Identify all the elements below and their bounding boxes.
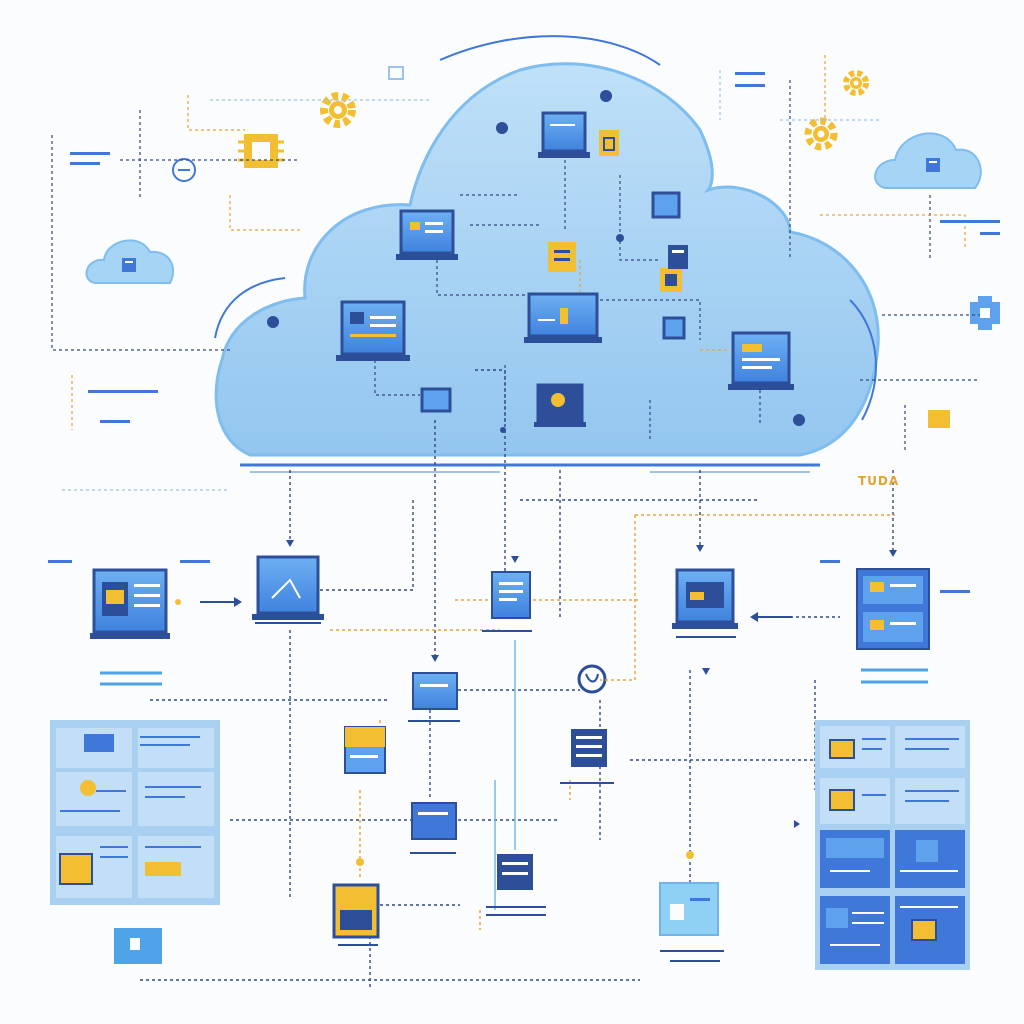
device-caption-ticks	[255, 622, 736, 962]
document-icon	[491, 571, 531, 619]
main-cloud-outline-arc	[439, 35, 661, 66]
top-light-connections	[62, 70, 880, 491]
monitor-icon	[332, 883, 380, 939]
network-orange-connections	[330, 514, 895, 930]
cloud-monitor-right	[728, 331, 794, 390]
laptop-icon	[252, 555, 324, 620]
cloud-monitor-bottom	[534, 383, 586, 427]
decorative-text-ticks	[48, 72, 1000, 593]
cloud-monitor-center	[524, 292, 602, 343]
top-orange-connections	[71, 55, 966, 430]
cloud-monitor-left	[396, 209, 458, 260]
cloud-small-screen-a	[651, 191, 681, 219]
monitor-icon	[412, 672, 458, 710]
laptop-icon	[90, 568, 170, 639]
cloud-monitor-top	[538, 111, 590, 158]
top-connections	[51, 80, 980, 450]
cloud-monitor-mid-left	[336, 300, 410, 361]
network-solid-lines	[494, 640, 516, 910]
gear-icon	[843, 70, 869, 96]
chip-icon	[238, 134, 284, 168]
document-icon	[660, 268, 682, 292]
monitor-icon	[659, 882, 719, 936]
document-icon	[668, 245, 688, 269]
monitor-icon	[411, 802, 457, 840]
arrow-left-icon	[750, 612, 792, 622]
main-cloud-outline-arc-right	[849, 299, 877, 421]
cloud-icon-left	[85, 239, 175, 284]
arrow-right-icon	[200, 597, 242, 607]
server-icon	[856, 568, 930, 650]
server-icon	[571, 729, 607, 767]
plus-connector-icon	[970, 296, 1000, 330]
dashboard-panel-right	[815, 720, 970, 970]
document-icon	[928, 410, 950, 428]
document-icon	[114, 928, 162, 964]
cloud-small-screen-b	[420, 387, 452, 413]
main-cloud	[214, 35, 880, 473]
gear-icon	[320, 92, 356, 128]
laptop-icon	[672, 568, 738, 629]
connection-dots-orange	[175, 599, 694, 866]
network-connections	[140, 369, 894, 990]
cloud-small-screen-c	[662, 316, 686, 340]
separator-bars	[100, 668, 928, 686]
connection-arrowheads	[286, 540, 897, 828]
gear-icon	[804, 117, 838, 151]
cloud-inner-orange	[579, 260, 730, 351]
globe-icon	[172, 158, 196, 182]
main-cloud-outline-arc-left	[214, 277, 286, 339]
cloud-node-dots	[267, 90, 805, 433]
dashboard-panel-left	[50, 720, 220, 905]
globe-icon	[577, 664, 607, 694]
document-icon	[548, 242, 576, 272]
lock-icon	[388, 66, 404, 80]
server-icon	[497, 854, 533, 890]
cloud-icon-right	[874, 132, 982, 189]
corner-label: TUDA	[858, 474, 900, 488]
document-icon	[599, 130, 619, 156]
document-icon	[344, 726, 386, 774]
